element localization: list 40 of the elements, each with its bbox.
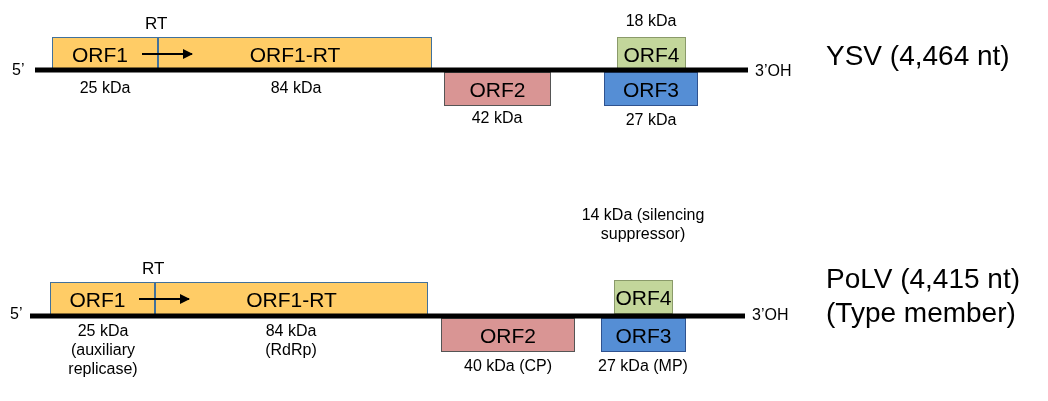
- orf-name: ORF1: [72, 43, 128, 65]
- orf-name: ORF2: [480, 324, 536, 346]
- protein-size-label: 27 kDa (MP): [597, 356, 689, 375]
- orf-name: ORF1: [69, 288, 126, 310]
- orf-name: ORF1-RT: [246, 288, 337, 310]
- orf-box: [50, 282, 155, 316]
- edge-label: RT: [142, 260, 165, 277]
- protein-size-label: 40 kDa (CP): [463, 356, 553, 375]
- orf-box: [601, 318, 686, 352]
- protein-size-label: 27 kDa: [624, 110, 678, 129]
- terminus-label: 5’: [10, 305, 23, 323]
- orf-box: [614, 280, 673, 314]
- arrow: [141, 49, 193, 59]
- orf-name: ORF3: [615, 324, 672, 346]
- orf-name: ORF4: [623, 43, 680, 65]
- orf-box: [52, 37, 158, 71]
- protein-size-label: 25 kDa (auxiliary replicase): [67, 321, 139, 378]
- orf-name: ORF2: [469, 78, 526, 100]
- orf-box: [604, 72, 698, 106]
- orf-box: [444, 72, 551, 106]
- protein-size-label: 18 kDa: [624, 11, 678, 30]
- orf-box: [617, 37, 686, 71]
- arrow: [138, 294, 190, 304]
- protein-size-label: 14 kDa (silencing suppressor): [580, 205, 706, 243]
- orf-box: [155, 282, 428, 316]
- orf-box: [158, 37, 432, 71]
- orf-name: ORF4: [615, 286, 672, 308]
- genome-name: PoLV (4,415 nt) (Type member): [826, 262, 1022, 330]
- orf-box: [441, 318, 575, 352]
- orf-name: ORF1-RT: [249, 43, 341, 65]
- terminus-label: 3’OH: [755, 62, 792, 80]
- genome-name: YSV (4,464 nt): [826, 40, 1010, 72]
- edge-label: RT: [145, 15, 168, 32]
- protein-size-label: 25 kDa: [78, 78, 132, 97]
- orf-name: ORF3: [623, 78, 679, 100]
- protein-size-label: 84 kDa (RdRp): [264, 321, 318, 359]
- terminus-label: 3’OH: [752, 306, 789, 324]
- terminus-label: 5’: [12, 61, 25, 79]
- protein-size-label: 84 kDa: [269, 78, 323, 97]
- protein-size-label: 42 kDa: [470, 108, 524, 127]
